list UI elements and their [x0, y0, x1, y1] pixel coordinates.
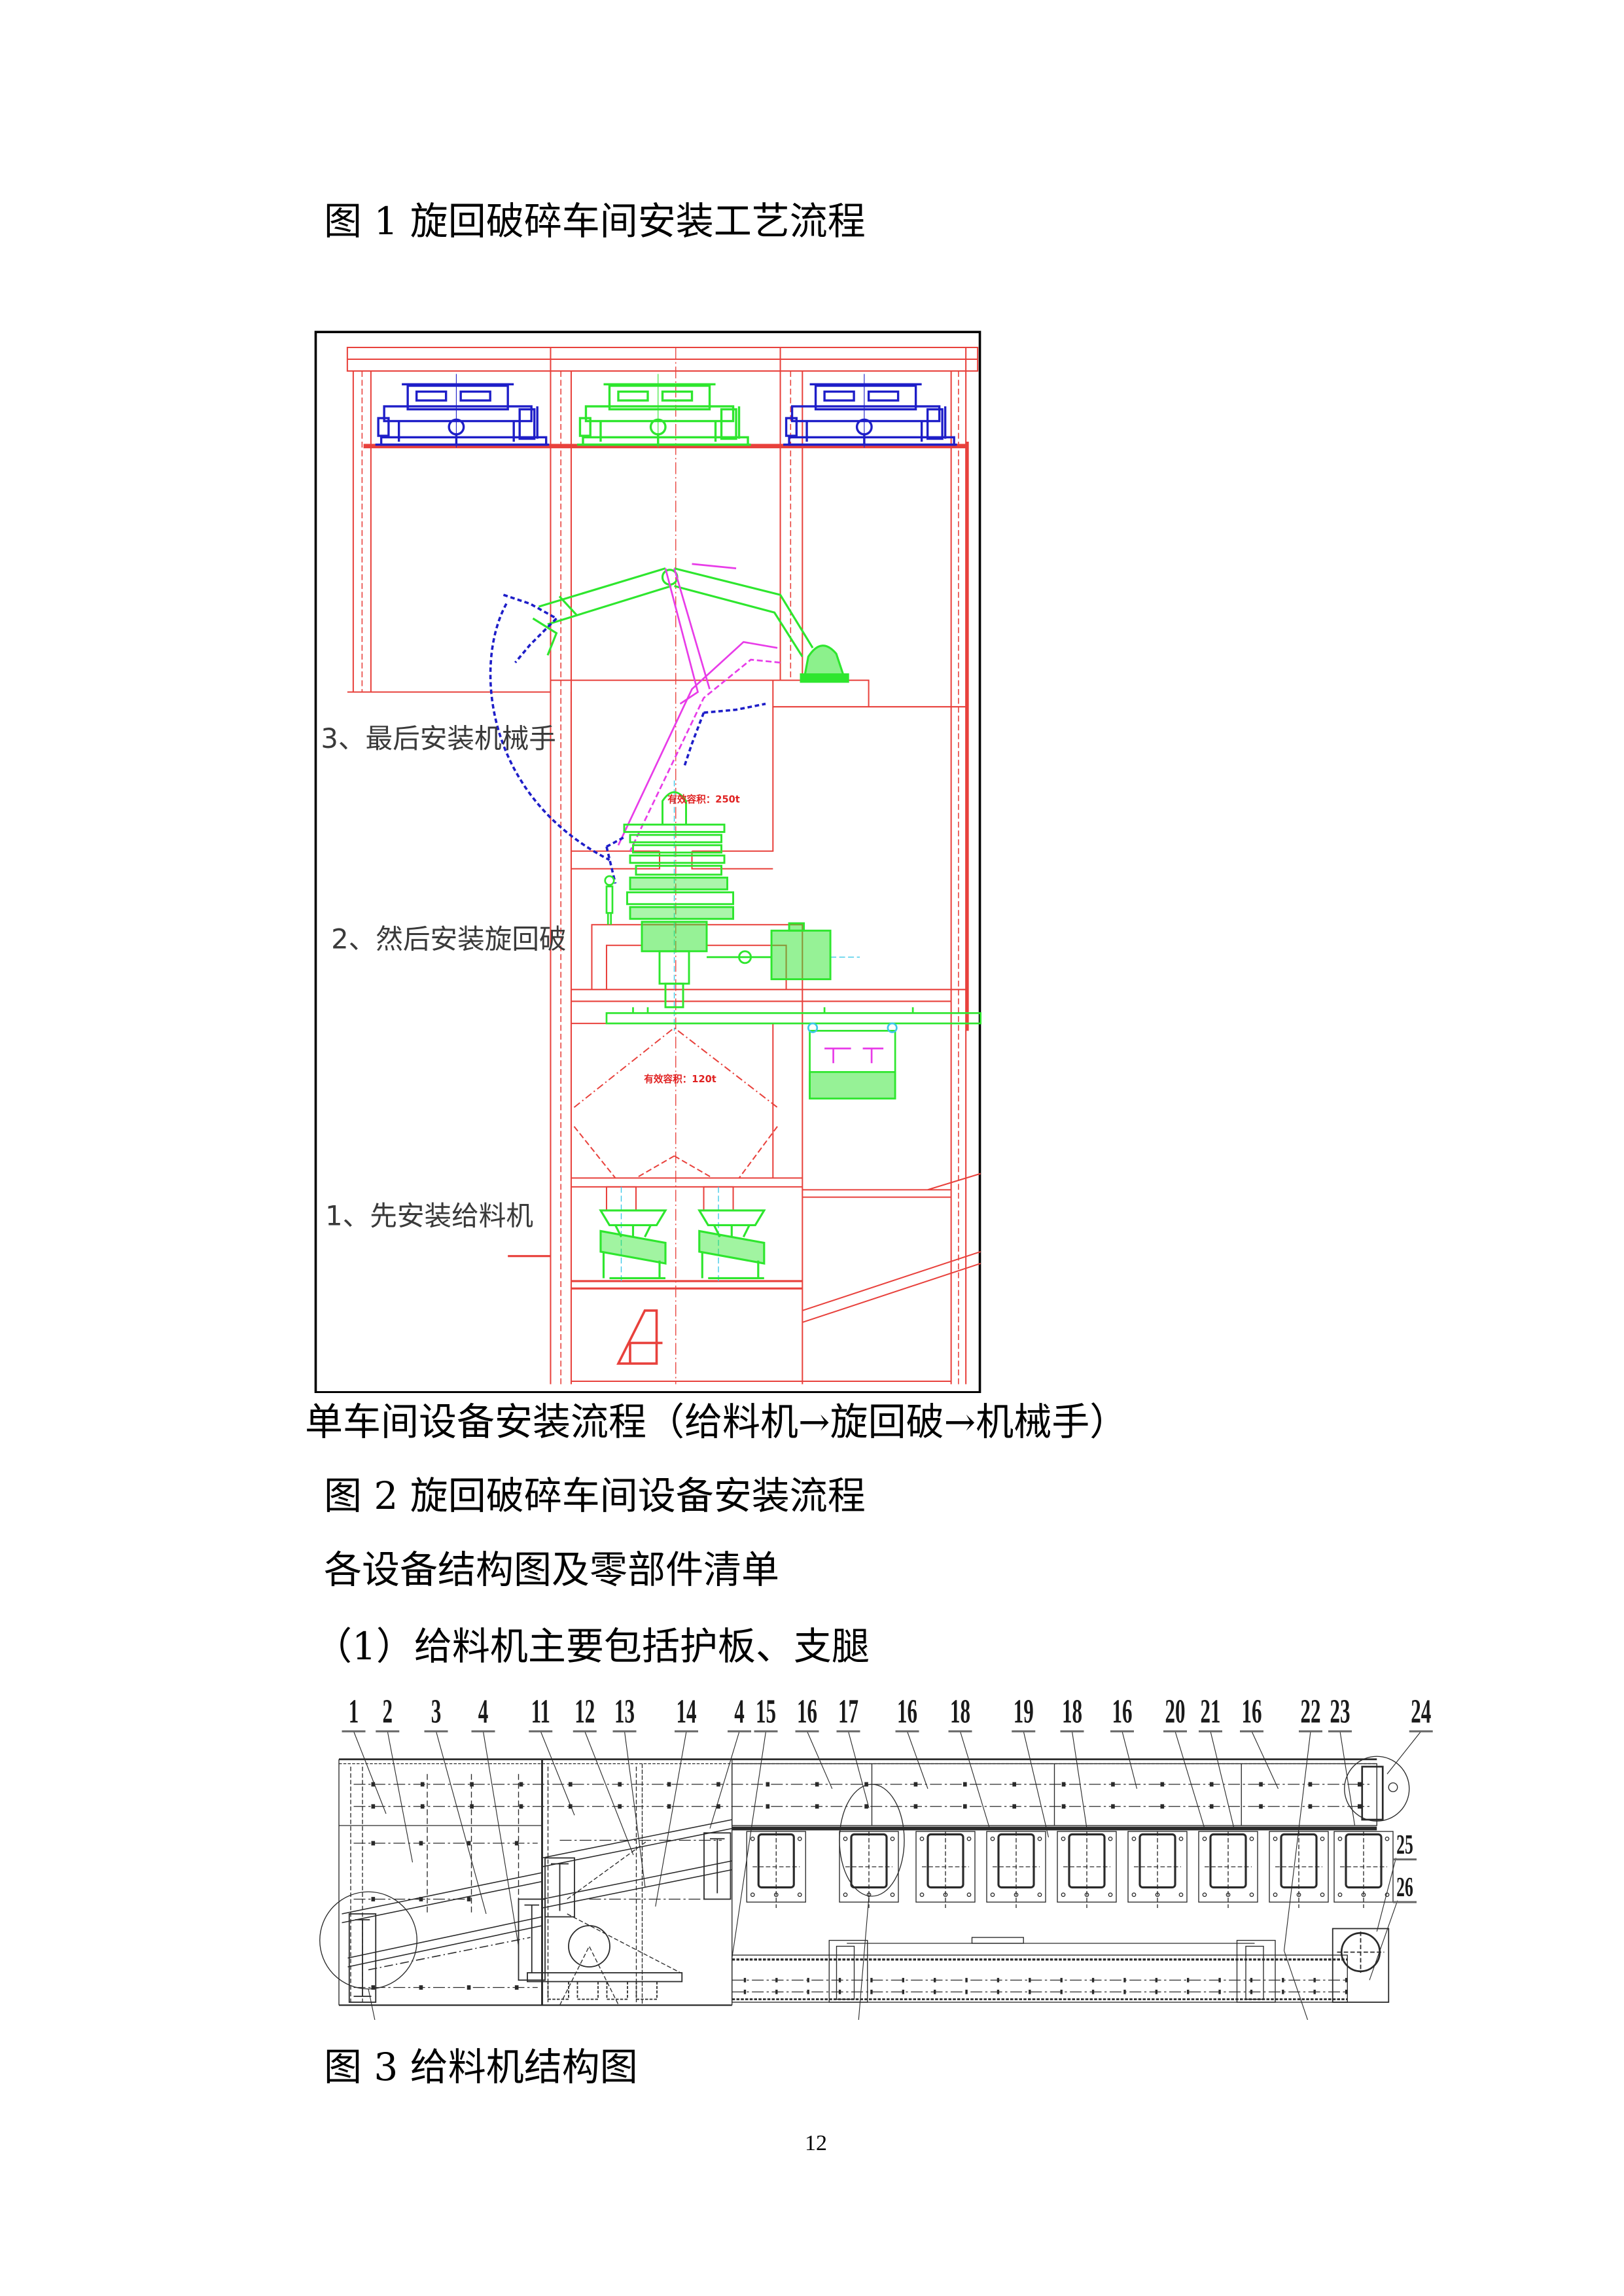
part-label: 24	[1411, 1693, 1431, 1731]
inclined-liner-plates	[342, 1819, 732, 1971]
section-heading: 各设备结构图及零部件清单	[324, 1547, 780, 1592]
tail-pulley	[1332, 1928, 1390, 2003]
part-label: 13	[614, 1693, 635, 1731]
upper-conveyor-body	[732, 1763, 1377, 1831]
part-label: 12	[574, 1693, 595, 1731]
manipulator-arm-installed	[532, 567, 849, 683]
head-detail-circle	[1344, 1756, 1410, 1822]
part-label: 14	[676, 1693, 696, 1731]
step-label-1: 1、先安装给料机	[325, 1199, 533, 1231]
part-label: 3	[431, 1693, 442, 1731]
manipulator-swing-path	[489, 593, 766, 884]
part-number-labels: 1 2 3 4 11 12 13 14 4 15 16 17 16 18 19 …	[349, 1693, 1432, 1903]
part-label: 19	[1014, 1693, 1034, 1731]
part-label: 20	[1165, 1693, 1185, 1731]
part-label: 1	[349, 1693, 359, 1731]
conveyor-beam	[605, 1007, 982, 1025]
crusher-motor	[770, 922, 832, 981]
part-label-side: 26	[1396, 1871, 1413, 1902]
lower-rail	[732, 1937, 1348, 2003]
bin-capacity-note-lower: 有效容积：120t	[644, 1073, 716, 1085]
figure-3-feeder-drawing: 1 2 3 4 11 12 13 14 4 15 16 17 16 18 19 …	[319, 1693, 1433, 2020]
part-label: 16	[797, 1693, 817, 1731]
support-legs	[348, 1832, 732, 2003]
bin-capacity-note-upper: 有效容积：250t	[667, 793, 740, 805]
leader-lines	[353, 1731, 1422, 2020]
figure-1-diagram: 有效容积：250t 有效容积：120t 3、最后安装机械手 2、然后安装旋回破 …	[314, 330, 982, 1393]
page-number: 12	[805, 2131, 827, 2155]
middle-detail-ellipse	[839, 1784, 905, 1897]
figure-1-caption: 图 1 旋回破碎车间安装工艺流程	[324, 199, 866, 243]
part-label: 2	[382, 1693, 393, 1731]
part-label: 16	[1112, 1693, 1132, 1731]
left-detail-circle	[319, 1891, 417, 1990]
step-label-3: 3、最后安装机械手	[321, 722, 556, 754]
part-label: 18	[950, 1693, 970, 1731]
part-label-side: 25	[1396, 1829, 1413, 1860]
installation-flow-text: 单车间设备安装流程（给料机→旋回破→机械手）	[305, 1400, 1128, 1444]
part-label: 4	[478, 1693, 489, 1731]
part-label: 22	[1300, 1693, 1320, 1731]
label-underlines	[342, 1730, 1433, 1903]
part-label: 16	[1241, 1693, 1262, 1731]
step-label-2: 2、然后安装旋回破	[331, 923, 566, 955]
discharge-trolley	[807, 1022, 898, 1100]
gyratory-crusher	[623, 791, 772, 1008]
subsection-text: （1）给料机主要包括护板、支腿	[314, 1624, 870, 1669]
drive-center-circle	[559, 1839, 681, 2005]
part-label: 21	[1200, 1693, 1220, 1731]
apron-pans	[745, 1830, 1394, 1909]
manipulator-arm-alt-position	[617, 563, 781, 852]
part-label: 16	[897, 1693, 917, 1731]
figure-3-caption: 图 3 给料机结构图	[324, 2045, 638, 2089]
part-label: 18	[1062, 1693, 1082, 1731]
worker-figure	[604, 875, 615, 925]
part-label: 4	[734, 1693, 745, 1731]
part-label: 11	[531, 1693, 550, 1731]
part-label: 23	[1330, 1693, 1350, 1731]
figure-2-caption: 图 2 旋回破碎车间设备安装流程	[324, 1474, 866, 1518]
part-label: 17	[838, 1693, 858, 1731]
part-label: 15	[756, 1693, 776, 1731]
